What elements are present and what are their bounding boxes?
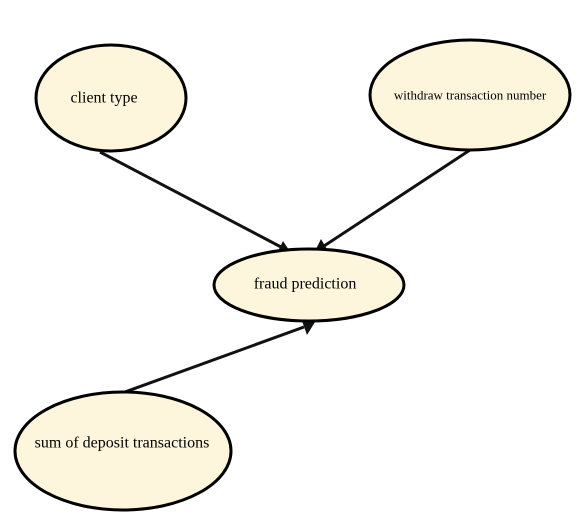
node-withdraw-transaction-number[interactable]: withdraw transaction number	[368, 38, 572, 152]
node-client-type[interactable]: client type	[34, 43, 188, 153]
edge-deposit-to-fraud-prediction	[124, 321, 315, 394]
node-sum-of-deposit-transactions[interactable]: sum of deposit transactions	[13, 390, 233, 512]
edges	[99, 148, 471, 394]
node-withdraw-transaction-number-label: withdraw transaction number	[394, 88, 547, 103]
edge-withdraw-to-fraud-prediction	[314, 148, 471, 253]
edge-client-type-to-fraud-prediction	[99, 150, 291, 255]
node-fraud-prediction-label: fraud prediction	[254, 276, 357, 293]
node-fraud-prediction[interactable]: fraud prediction	[212, 247, 406, 323]
node-client-type-label: client type	[70, 90, 137, 107]
node-sum-of-deposit-transactions-label: sum of deposit transactions	[35, 435, 210, 452]
